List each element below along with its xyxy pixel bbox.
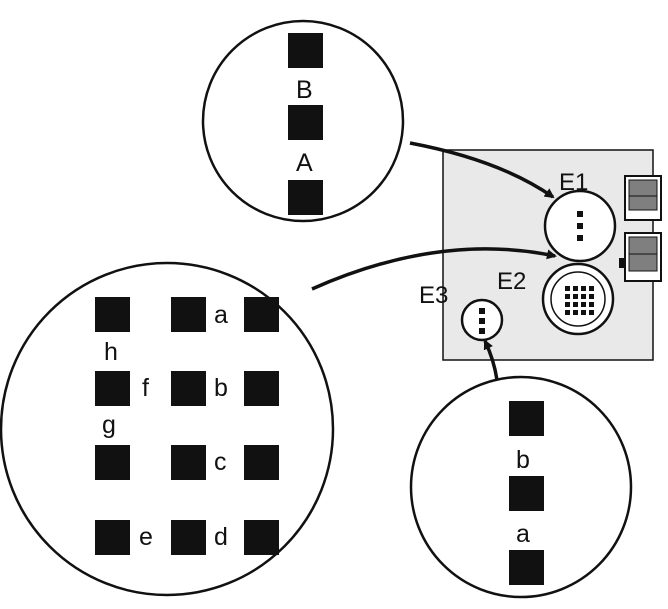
bottom-detail-label-b: b bbox=[516, 446, 530, 474]
left-detail-label-c: c bbox=[214, 448, 227, 476]
electrode-contact-dot bbox=[581, 294, 586, 299]
left-detail-label-f: f bbox=[142, 374, 149, 402]
left-detail-pad bbox=[171, 445, 206, 480]
electrode-contact-dot bbox=[479, 318, 485, 324]
left-detail-view: a h f b g c e d bbox=[0, 261, 335, 597]
electrode-contact-dot bbox=[479, 308, 485, 314]
electrode-contact-dot bbox=[479, 328, 485, 334]
electrode-contact-dot bbox=[581, 286, 586, 291]
left-detail-pad bbox=[95, 371, 130, 406]
electrode-contact-dot bbox=[577, 235, 583, 241]
left-detail-pad bbox=[244, 445, 279, 480]
electrode-contact-dot bbox=[573, 286, 578, 291]
electrode-contact-dot bbox=[589, 294, 594, 299]
electrode-e2-label: E2 bbox=[497, 268, 526, 295]
arrow-left-detail-to-e2 bbox=[311, 247, 557, 291]
left-detail-label-b: b bbox=[214, 374, 228, 402]
electrode-contact-dot bbox=[573, 310, 578, 315]
left-detail-label-h: h bbox=[104, 338, 118, 366]
electrode-e1: E1 bbox=[543, 169, 617, 263]
electrode-e2-inner-ring bbox=[550, 271, 606, 327]
top-detail-pad bbox=[288, 33, 323, 68]
electrode-contact-dot bbox=[565, 294, 570, 299]
electrode-e3-contacts bbox=[479, 308, 485, 334]
electrode-e2-contacts bbox=[565, 286, 594, 315]
electrode-contact-dot bbox=[581, 302, 586, 307]
left-detail-label-a: a bbox=[214, 301, 228, 329]
electrode-e2: E2 bbox=[497, 262, 615, 336]
electrode-contact-dot bbox=[589, 302, 594, 307]
left-detail-pad bbox=[244, 371, 279, 406]
electrode-contact-dot bbox=[589, 286, 594, 291]
electrode-contact-dot bbox=[565, 310, 570, 315]
electrode-contact-dot bbox=[577, 211, 583, 217]
circuit-board: E1 E2 E3 bbox=[419, 149, 662, 361]
top-detail-view: B A bbox=[201, 19, 405, 223]
left-detail-pad bbox=[244, 520, 279, 555]
left-detail-pad bbox=[171, 520, 206, 555]
left-detail-circle bbox=[0, 261, 335, 597]
left-detail-pad bbox=[244, 297, 279, 332]
electrode-e3-label: E3 bbox=[419, 282, 448, 309]
top-detail-label-b: B bbox=[296, 76, 313, 104]
top-detail-pad bbox=[288, 105, 323, 140]
left-detail-label-e: e bbox=[139, 523, 153, 551]
electrode-e3: E3 bbox=[419, 282, 504, 342]
left-detail-pad bbox=[95, 445, 130, 480]
connector-bottom bbox=[619, 232, 662, 282]
electrode-e1-label: E1 bbox=[559, 169, 588, 196]
arrow-top-detail-to-e1 bbox=[409, 141, 555, 199]
bottom-detail-label-a: a bbox=[516, 520, 530, 548]
top-detail-label-a: A bbox=[296, 149, 313, 177]
left-detail-label-g: g bbox=[102, 411, 116, 439]
bottom-detail-pad bbox=[509, 401, 544, 436]
arrow-bottom-detail-to-e3 bbox=[483, 339, 499, 381]
electrode-contact-dot bbox=[565, 302, 570, 307]
electrode-contact-dot bbox=[581, 310, 586, 315]
bottom-detail-pad bbox=[509, 550, 544, 585]
electrode-contact-dot bbox=[573, 294, 578, 299]
bottom-detail-view: b a bbox=[409, 375, 633, 599]
left-detail-label-d: d bbox=[214, 523, 228, 551]
left-detail-pad bbox=[171, 371, 206, 406]
electrode-contact-dot bbox=[565, 286, 570, 291]
top-detail-pad bbox=[288, 180, 323, 215]
electrode-contact-dot bbox=[589, 310, 594, 315]
electrode-e1-contacts bbox=[577, 211, 583, 241]
bottom-detail-pad bbox=[509, 476, 544, 511]
left-detail-pad bbox=[95, 520, 130, 555]
left-detail-pad bbox=[171, 297, 206, 332]
electrode-contact-dot bbox=[573, 302, 578, 307]
electrode-contact-dot bbox=[577, 223, 583, 229]
connector-top bbox=[624, 175, 662, 221]
left-detail-pad bbox=[95, 297, 130, 332]
